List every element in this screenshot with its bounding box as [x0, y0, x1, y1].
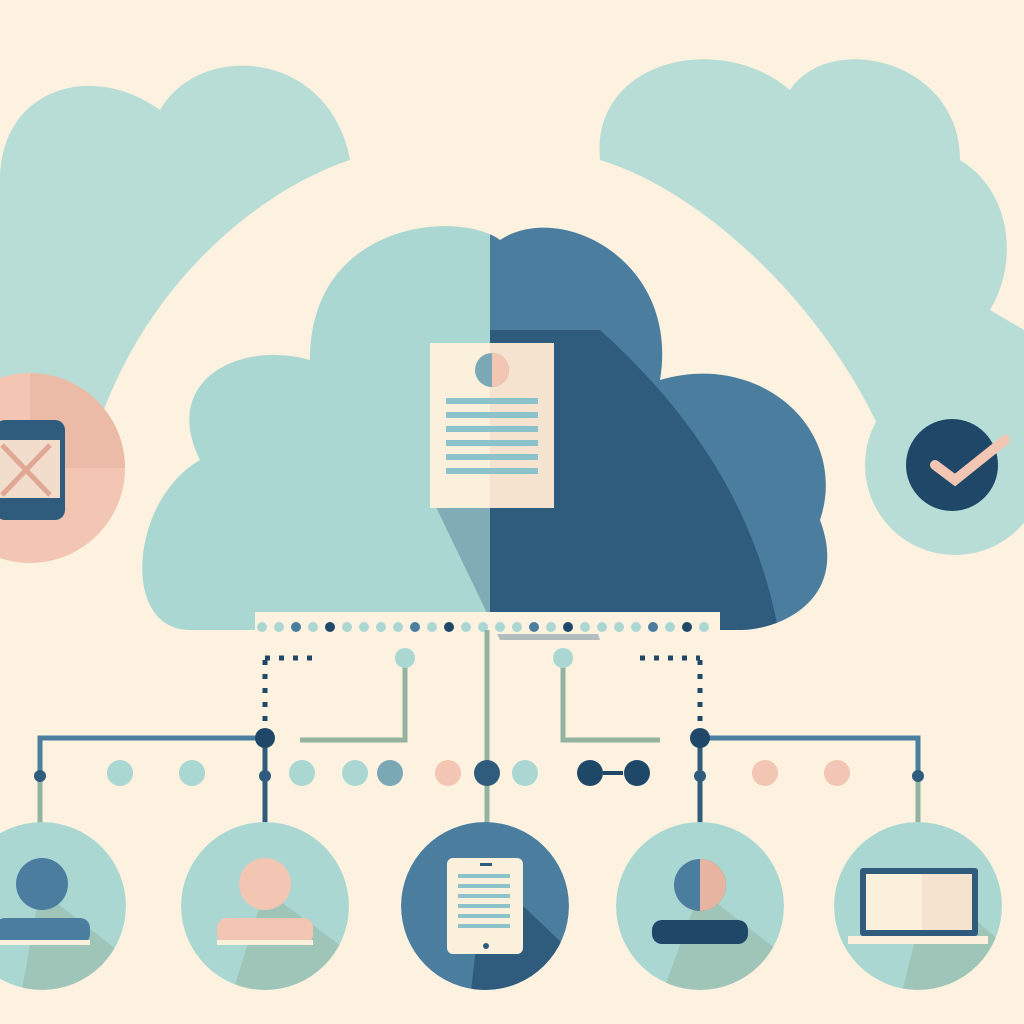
- connector-dot: [393, 622, 403, 632]
- checkmark-icon: [865, 375, 1024, 555]
- document-icon: [430, 343, 554, 508]
- connector-dot: [597, 622, 607, 632]
- user-node-1: [0, 822, 126, 990]
- connector-dot: [291, 622, 301, 632]
- connector-dot: [410, 622, 420, 632]
- connector-dot: [580, 622, 590, 632]
- user-icon: [0, 858, 90, 945]
- connector-dot: [614, 622, 624, 632]
- connector-dot: [546, 622, 556, 632]
- connector-dot: [427, 622, 437, 632]
- background-cloud-left: [0, 65, 350, 420]
- user-node-2: [181, 822, 349, 990]
- connector-dot: [325, 622, 335, 632]
- cloud-shadow: [435, 505, 600, 640]
- connector-dot: [461, 622, 471, 632]
- connector-dot: [563, 622, 573, 632]
- connector-dot: [308, 622, 318, 632]
- laptop-node: [834, 822, 1002, 990]
- connector-dot: [665, 622, 675, 632]
- error-x-icon: [0, 373, 125, 563]
- connector-dot: [359, 622, 369, 632]
- connector-dot: [512, 622, 522, 632]
- tablet-icon: [447, 858, 523, 954]
- dotted-row: [257, 622, 709, 632]
- connector-dot: [478, 622, 488, 632]
- connector-dot: [342, 622, 352, 632]
- background-cloud-right: [599, 59, 1024, 430]
- connector-dot: [376, 622, 386, 632]
- connector-dot: [444, 622, 454, 632]
- network-nodes: [34, 648, 924, 786]
- connector-dot: [648, 622, 658, 632]
- network-lines: [37, 630, 921, 830]
- connector-dot: [495, 622, 505, 632]
- user-icon: [652, 859, 748, 944]
- connector-dot: [682, 622, 692, 632]
- connector-dot: [529, 622, 539, 632]
- connector-dot: [699, 622, 709, 632]
- user-icon: [217, 858, 313, 945]
- connector-dot: [257, 622, 267, 632]
- laptop-icon: [848, 868, 988, 944]
- connector-dot: [631, 622, 641, 632]
- connector-dot: [274, 622, 284, 632]
